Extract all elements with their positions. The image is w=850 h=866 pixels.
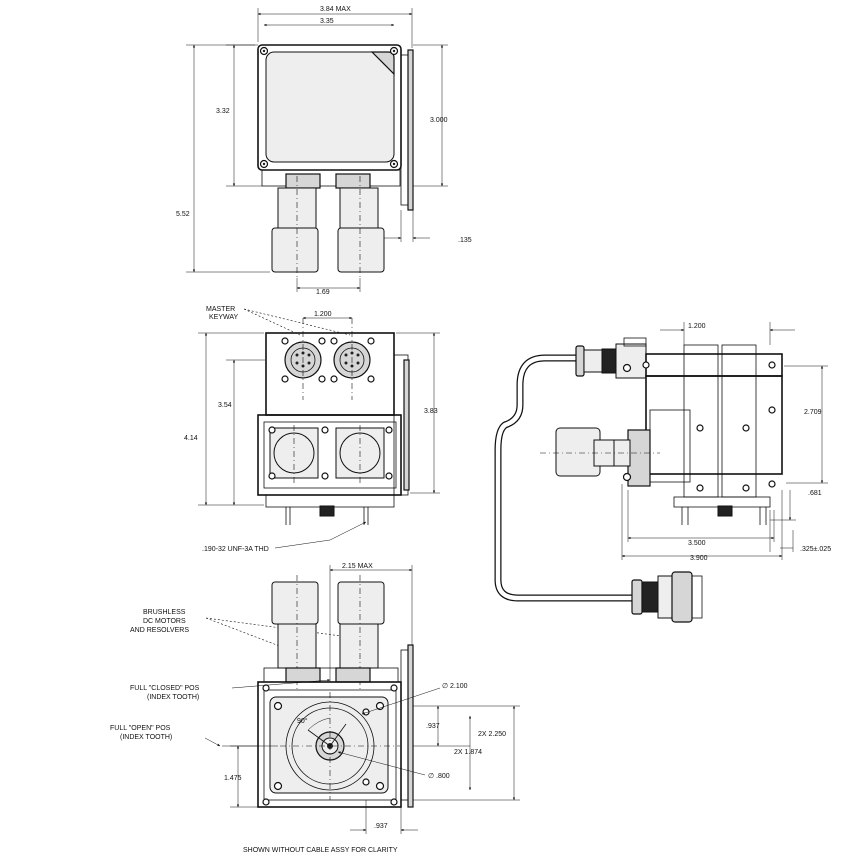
motors-label-2: DC MOTORS [143,618,186,625]
closed-label-2: (INDEX TOOTH) [147,694,199,701]
side-view: 1.200 2.709 .681 3.500 3.900 .325±.025 [494,322,831,623]
closed-label-1: FULL "CLOSED" POS [130,685,200,692]
thread-label: .190-32 UNF-3A THD [202,546,269,553]
side-offset: .325±.025 [800,546,831,553]
side-small-height: .681 [808,490,822,497]
master-keyway-label-1: MASTER [206,306,235,313]
open-label-1: FULL "OPEN" POS [110,725,171,732]
angle-label: 90° [297,717,308,725]
bottom-offset-bottom: .937 [374,823,388,830]
front-connector-spacing: 1.200 [314,311,332,318]
open-label-2: (INDEX TOOTH) [120,734,172,741]
side-width-inner: 3.500 [688,540,706,547]
motors-label-1: BRUSHLESS [143,609,186,616]
bottom-diameter-inner: ∅ .800 [428,773,450,780]
top-height-right: 3.000 [430,117,448,124]
top-height-total: 5.52 [176,211,190,218]
bottom-diameter-outer: ∅ 2.100 [442,683,468,690]
front-height-mid: 3.54 [218,402,232,409]
bottom-offset-top: .937 [426,723,440,730]
side-width-outer: 3.900 [690,555,708,562]
bottom-height-1874: 2X 1.874 [454,749,482,756]
side-height-right: 2.709 [804,409,822,416]
top-height-upper: 3.32 [216,108,230,115]
master-keyway-label-2: KEYWAY [209,314,239,321]
top-width-max: 3.84 MAX [320,6,351,13]
bottom-height-2250: 2X 2.250 [478,731,506,738]
front-view: MASTER KEYWAY [184,306,440,553]
top-width: 3.35 [320,18,334,25]
motors-label-3: AND RESOLVERS [130,627,189,634]
bottom-view: BRUSHLESS DC MOTORS AND RESOLVERS [110,563,520,854]
bottom-width-max: 2.15 MAX [342,563,373,570]
front-height-total: 4.14 [184,435,198,442]
caption: SHOWN WITHOUT CABLE ASSY FOR CLARITY [243,847,398,854]
top-spacing: 1.69 [316,289,330,296]
top-view: 3.84 MAX 3.35 5.52 3.32 3.000 .135 1.69 [176,6,472,296]
side-top-spacing: 1.200 [688,323,706,330]
front-height-right: 3.83 [424,408,438,415]
top-offset: .135 [458,237,472,244]
bottom-height-1475: 1.475 [224,775,242,782]
